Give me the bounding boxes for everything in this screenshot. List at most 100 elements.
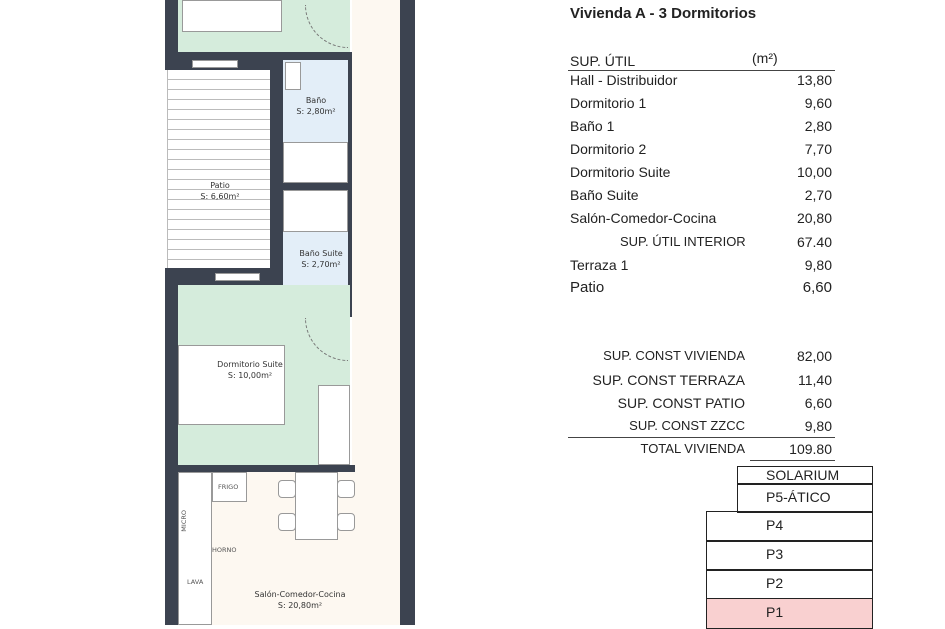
room-area: S: 2,70m²: [301, 260, 341, 269]
row-value: 82,00: [796, 348, 832, 364]
wall: [270, 60, 283, 285]
table-row: Baño Suite 2,70: [570, 185, 832, 205]
window: [192, 60, 238, 68]
row-value: 6,60: [804, 395, 832, 411]
row-label: Patio: [570, 279, 605, 296]
const-row: SUP. CONST TERRAZA 11,40: [570, 370, 832, 390]
row-label: Salón-Comedor-Cocina: [570, 210, 717, 226]
table-row: Dormitorio 1 9,60: [570, 93, 832, 113]
row-label: SUP. CONST ZZCC: [629, 418, 745, 433]
const-row: SUP. CONST VIVIENDA 82,00: [570, 346, 832, 366]
level-p4: P4: [706, 511, 873, 542]
shower: [283, 142, 348, 183]
row-label: TOTAL VIVIENDA: [640, 441, 745, 456]
level-p2: P2: [706, 569, 873, 600]
row-value: 9,60: [804, 95, 832, 111]
label-frigo: FRIGO: [218, 483, 239, 491]
chair: [337, 480, 355, 498]
row-value: 109.80: [789, 441, 832, 457]
row-value: 10,00: [796, 164, 832, 180]
row-label: Dormitorio Suite: [570, 164, 671, 180]
room-name: Salón-Comedor-Cocina: [254, 590, 346, 599]
level-p3: P3: [706, 540, 873, 571]
wall: [165, 285, 178, 472]
row-value: 13,80: [796, 72, 832, 88]
table-row: Dormitorio 2 7,70: [570, 139, 832, 159]
row-value: 67.40: [796, 234, 832, 250]
bed: [178, 345, 285, 425]
row-value: 9,80: [804, 418, 832, 434]
row-label: SUP. ÚTIL INTERIOR: [620, 234, 746, 249]
chair: [337, 513, 355, 531]
level-solarium: SOLARIUM: [737, 466, 873, 485]
wardrobe: [318, 385, 350, 465]
table-row: Baño 1 2,80: [570, 116, 832, 136]
label-horno: HORNO: [212, 546, 237, 554]
fridge: FRIGO: [212, 472, 247, 502]
row-label: Baño Suite: [570, 187, 639, 203]
room-name: Patio: [210, 181, 230, 190]
const-row: SUP. CONST PATIO 6,60: [570, 393, 832, 413]
divider: [568, 70, 835, 71]
page-title: Vivienda A - 3 Dormitorios: [570, 5, 757, 22]
room-name: Baño: [305, 96, 327, 105]
wall: [348, 52, 352, 317]
total-row: TOTAL VIVIENDA 109.80: [570, 439, 832, 459]
room-label-bano: Baño S: 2,80m²: [285, 95, 347, 117]
room-area: S: 2,80m²: [296, 107, 336, 116]
room-area: S: 10,00m²: [227, 371, 273, 380]
divider: [750, 460, 835, 461]
exterior-wall: [400, 0, 415, 625]
table-row: Hall - Distribuidor 13,80: [570, 70, 832, 90]
row-value: 2,70: [804, 187, 832, 203]
row-value: 7,70: [804, 141, 832, 157]
kitchen-counter: [178, 472, 212, 625]
room-area: S: 20,80m²: [277, 601, 323, 610]
row-label: Dormitorio 1: [570, 95, 647, 111]
row-value: 11,40: [798, 372, 832, 388]
shower: [283, 190, 348, 232]
table-row: Patio 6,60: [570, 278, 832, 298]
interior-total-row: SUP. ÚTIL INTERIOR 67.40: [570, 232, 832, 252]
room-name: Dormitorio Suite: [217, 360, 283, 369]
row-value: 6,60: [802, 279, 832, 296]
row-value: 9,80: [804, 257, 832, 273]
room-area: S: 6,60m²: [200, 192, 240, 201]
row-label: SUP. CONST VIVIENDA: [603, 348, 745, 363]
divider: [568, 437, 835, 438]
const-row: SUP. CONST ZZCC 9,80: [570, 416, 832, 436]
sink: [285, 62, 301, 90]
row-value: 20,80: [796, 210, 832, 226]
label-micro: MICRO: [180, 510, 188, 532]
room-label-patio: Patio S: 6,60m²: [170, 180, 270, 202]
row-label: SUP. CONST TERRAZA: [592, 372, 745, 388]
room-label-bano-suite: Baño Suite S: 2,70m²: [285, 248, 357, 270]
level-p1-highlighted: P1: [706, 598, 873, 629]
chair: [278, 480, 296, 498]
table-row: Dormitorio Suite 10,00: [570, 162, 832, 182]
table-row: Salón-Comedor-Cocina 20,80: [570, 208, 832, 228]
table-row: Terraza 1 9,80: [570, 255, 832, 275]
dining-table: [295, 472, 338, 540]
row-value: 2,80: [804, 118, 832, 134]
label-lava: LAVA: [187, 578, 204, 586]
row-label: Terraza 1: [570, 257, 629, 273]
room-name: Baño Suite: [299, 249, 343, 258]
wall: [165, 472, 178, 625]
bed: [182, 0, 282, 32]
window: [215, 273, 260, 281]
row-label: Hall - Distribuidor: [570, 72, 678, 88]
wall: [283, 183, 348, 190]
level-p5: P5-ÁTICO: [737, 483, 873, 513]
wall: [165, 465, 355, 472]
row-label: Dormitorio 2: [570, 141, 647, 157]
table-header: SUP. ÚTIL (m²): [570, 50, 832, 71]
header-label: SUP. ÚTIL: [570, 53, 636, 69]
patio: [167, 70, 271, 268]
row-label: SUP. CONST PATIO: [617, 395, 745, 411]
unit-label: (m²): [752, 50, 778, 66]
row-label: Baño 1: [570, 118, 615, 134]
chair: [278, 513, 296, 531]
room-label-dormitorio-suite: Dormitorio Suite S: 10,00m²: [200, 359, 300, 381]
room-label-salon: Salón-Comedor-Cocina S: 20,80m²: [230, 589, 370, 611]
